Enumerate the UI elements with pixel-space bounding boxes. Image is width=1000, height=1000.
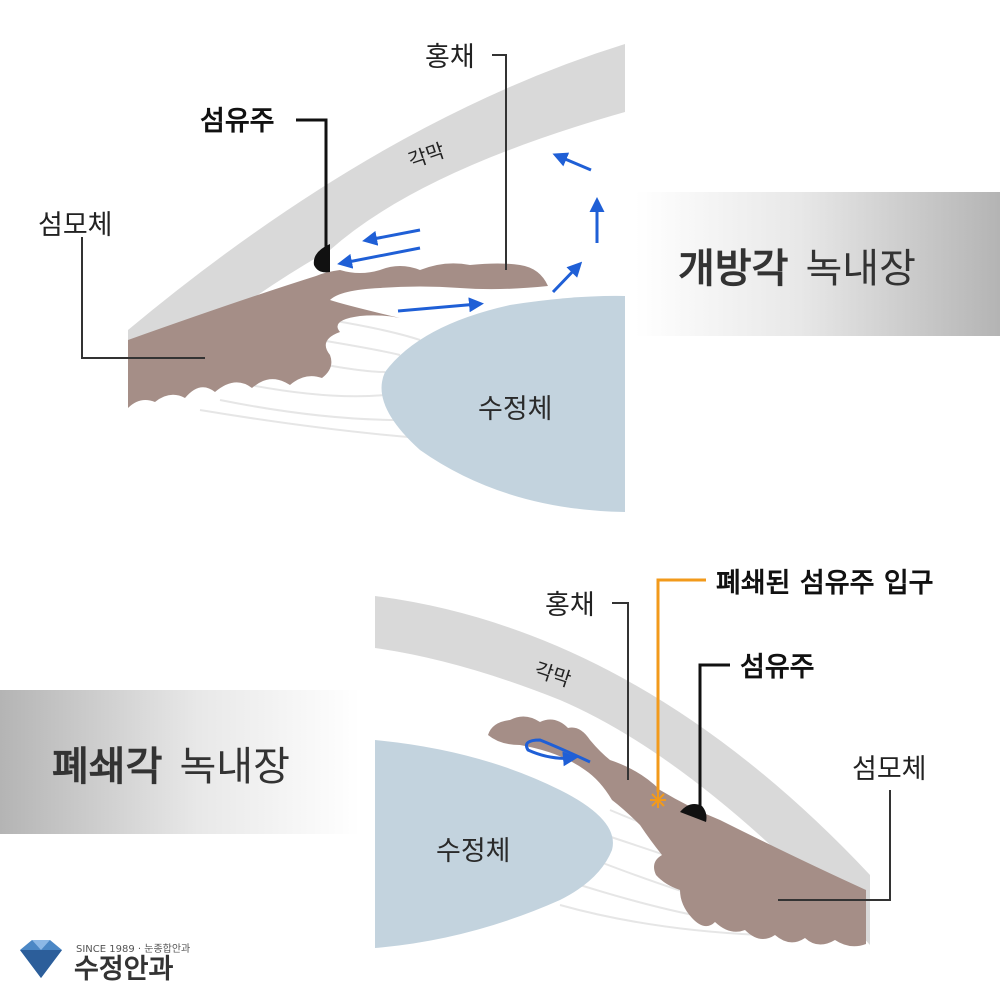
blocked-flow-arrow	[525, 738, 591, 767]
top-leader-lines	[81, 54, 507, 359]
iris-leader	[612, 602, 629, 780]
open-angle-panel: 홍채 섬유주 각막 섬모체 수정체 개방각 녹내장	[38, 42, 1000, 512]
ciliary-iris-shape	[128, 263, 548, 408]
bottom-leader-lines	[612, 578, 891, 901]
trabecular-meshwork	[680, 804, 707, 822]
label-iris: 홍채	[545, 590, 595, 621]
trabecular-leader	[296, 118, 328, 248]
flow-arrow-2	[551, 261, 583, 294]
lens-shape	[381, 295, 625, 512]
closed-angle-panel: 홍채 폐쇄된 섬유주 입구 섬유주 각막 섬모체 수정체 폐쇄각 녹내장	[0, 568, 934, 948]
flow-arrow-4	[552, 152, 592, 172]
caption-open-bold: 개방각	[678, 246, 789, 292]
aqueous-flow-arrows	[337, 152, 605, 313]
label-trabecular: 섬유주	[740, 652, 815, 683]
cornea-shape	[375, 596, 870, 945]
label-lens: 수정체	[436, 836, 511, 867]
label-ciliary: 섬모체	[852, 754, 927, 785]
flow-arrow-6	[362, 228, 421, 246]
closed-angle-caption-band	[0, 690, 360, 834]
ciliary-leader	[778, 790, 891, 901]
label-ciliary: 섬모체	[38, 210, 113, 241]
logo-name: 수정안과	[74, 954, 174, 985]
label-lens: 수정체	[478, 394, 553, 425]
caption-open-normal: 녹내장	[806, 246, 916, 292]
lens-shape	[375, 740, 613, 948]
caption-closed-bold: 폐쇄각	[52, 744, 163, 790]
open-angle-caption: 개방각 녹내장	[678, 246, 916, 292]
trabecular-meshwork	[313, 244, 330, 273]
blocked-marker	[650, 792, 666, 808]
clinic-logo: SINCE 1989 · 눈종합안과 수정안과	[20, 940, 190, 985]
caption-closed-normal: 녹내장	[180, 744, 290, 790]
trabecular-leader	[698, 663, 730, 808]
ciliary-iris-shape	[488, 716, 866, 947]
ciliary-leader	[81, 237, 205, 359]
blocked-leader	[656, 578, 706, 792]
iris-leader	[492, 54, 507, 270]
closed-angle-caption: 폐쇄각 녹내장	[52, 744, 290, 790]
diamond-icon	[20, 940, 62, 978]
flow-arrow-1	[397, 297, 484, 313]
label-trabecular: 섬유주	[200, 106, 275, 137]
label-iris: 홍채	[425, 42, 475, 73]
cornea-shape	[128, 44, 625, 395]
open-angle-caption-band	[635, 192, 1000, 336]
label-blocked-entrance: 폐쇄된 섬유주 입구	[716, 568, 934, 599]
logo-tagline: SINCE 1989 · 눈종합안과	[76, 943, 190, 955]
flow-arrow-5	[337, 246, 421, 269]
